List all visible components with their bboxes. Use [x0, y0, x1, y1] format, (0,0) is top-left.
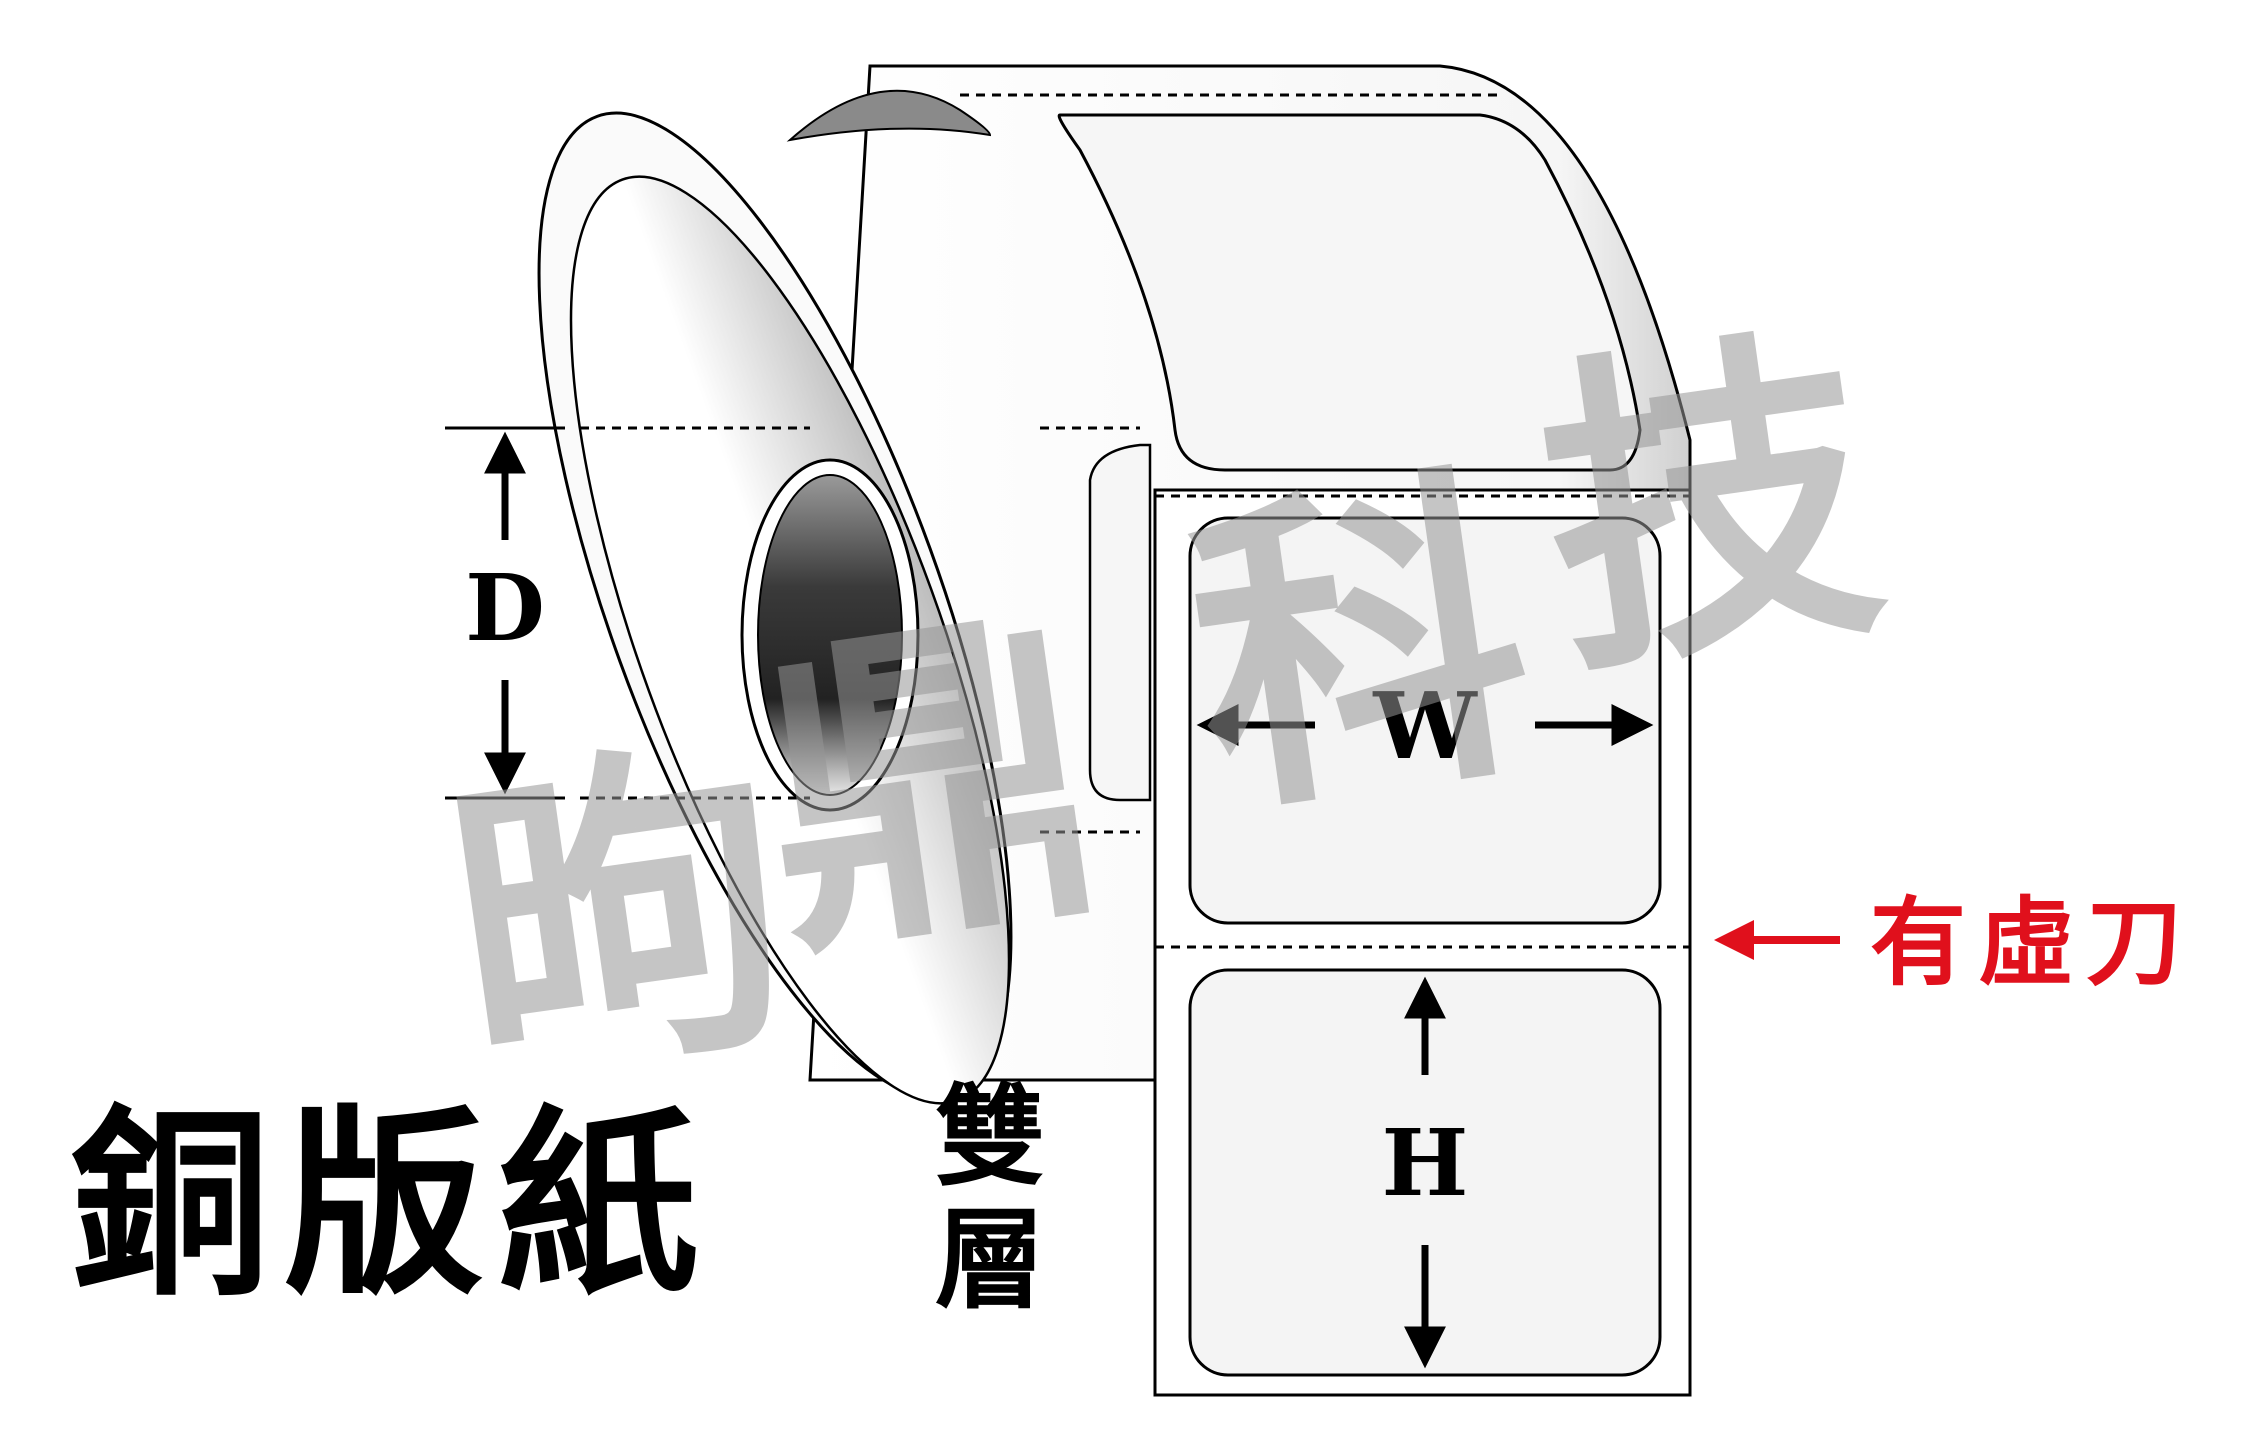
dimension-d: D	[445, 426, 565, 800]
layer-stack-top: 雙	[935, 1072, 1045, 1201]
roll-top-shade	[786, 89, 992, 142]
h-label: H	[1382, 1109, 1469, 1217]
label-w	[1188, 516, 1662, 925]
layer-stack-bottom: 層	[935, 1195, 1045, 1325]
dimension-w: W	[1196, 672, 1654, 780]
perforation-note: 有虛刀	[1870, 886, 2194, 999]
w-label: W	[1372, 672, 1478, 780]
core-hole	[757, 474, 903, 796]
layer-stack: 雙 層	[935, 1072, 1045, 1325]
side-label-edge	[1088, 443, 1152, 802]
label-h	[1188, 968, 1662, 1377]
dimension-h: H	[1382, 976, 1469, 1369]
curved-label	[1057, 113, 1642, 472]
d-label: D	[465, 554, 545, 662]
dashed-guides	[580, 93, 1690, 949]
material-title: 銅版紙	[70, 1087, 713, 1322]
